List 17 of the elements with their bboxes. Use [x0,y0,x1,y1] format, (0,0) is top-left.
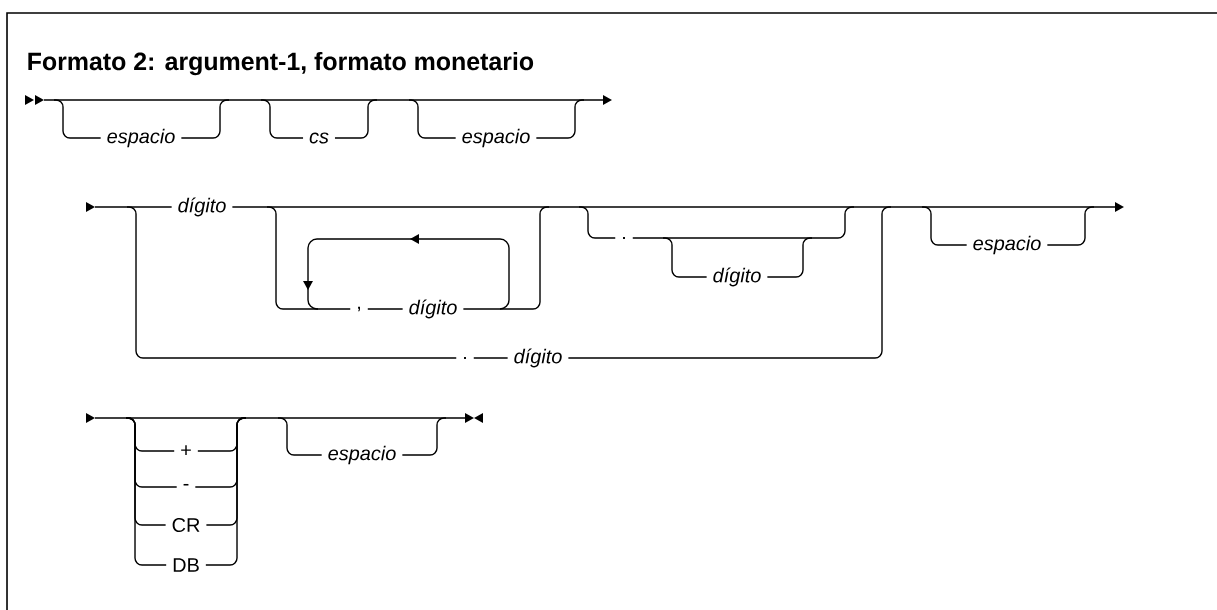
token-label: DB [166,557,206,573]
token-label: - [176,482,196,492]
token-label: dígito [402,298,464,320]
token-label: cs [303,131,335,145]
token-label: espacio [455,127,537,149]
token-label: , [350,305,368,313]
token-label: dígito [171,196,233,218]
token-label: espacio [100,127,182,149]
token-label: . [615,235,633,241]
title: Formato 2: argument-1, formato monetario [28,51,534,76]
token-label: + [174,444,198,458]
token-label: . [456,355,474,361]
token-label: dígito [706,266,768,288]
token-label: CR [165,516,207,534]
token-label: espacio [966,234,1048,256]
token-label: dígito [507,347,569,369]
token-label: espacio [321,444,403,466]
